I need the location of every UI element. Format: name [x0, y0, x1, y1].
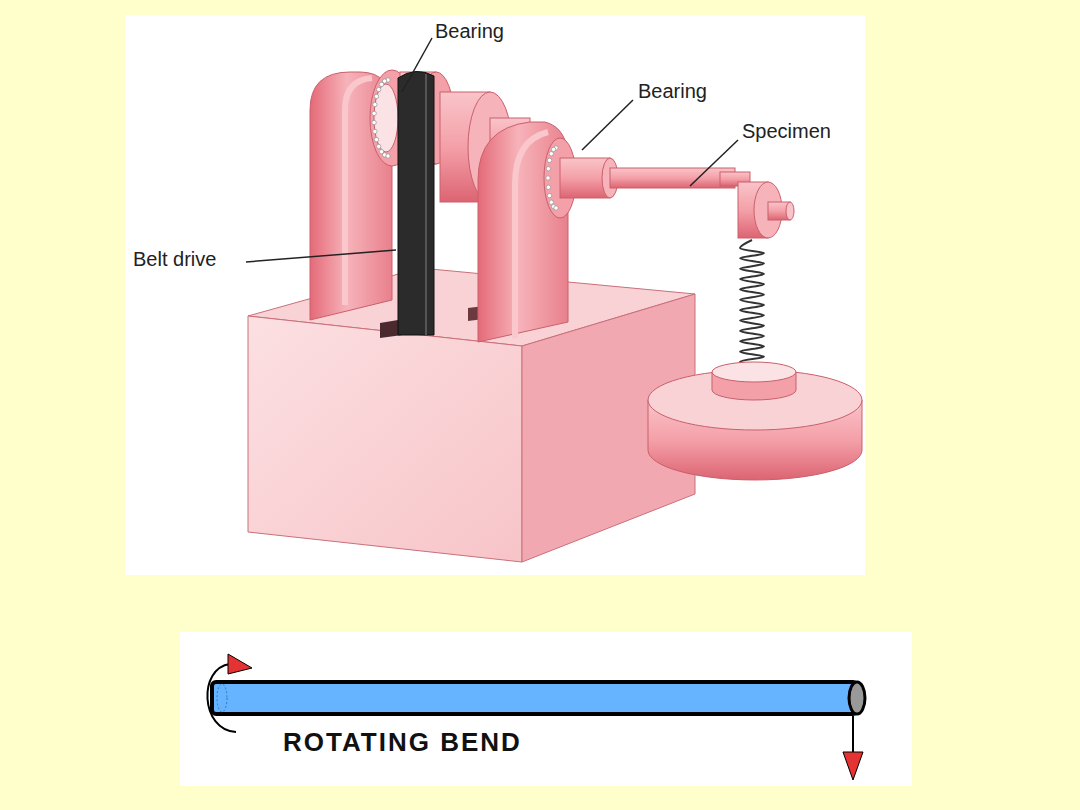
rotating-bend-schematic [852, 716, 854, 752]
bearing [546, 176, 550, 180]
bearing [374, 84, 398, 152]
specimen [786, 202, 794, 220]
bearing [547, 158, 551, 162]
part-label: Belt drive [133, 248, 216, 271]
figure-panel [125, 15, 865, 575]
bearing [377, 87, 381, 91]
bearing [374, 137, 378, 141]
bearing [546, 185, 550, 189]
bearing [373, 129, 377, 133]
bearing [374, 94, 378, 98]
rotating-bend-schematic [207, 664, 236, 732]
bearing [551, 147, 555, 151]
leader-line [246, 250, 396, 262]
bearing [372, 120, 376, 124]
schematic-caption: ROTATING BEND [283, 728, 522, 758]
rotating-bend-schematic [217, 684, 227, 712]
rotating-bend-schematic [843, 752, 863, 780]
belt-drive [425, 74, 427, 335]
bearing [373, 102, 377, 106]
bearing [372, 111, 376, 115]
belt-drive [398, 71, 434, 335]
belt-drive [398, 71, 434, 335]
leader-line [690, 140, 738, 186]
bearing [386, 154, 390, 158]
bearing [372, 78, 390, 158]
rotating-bend-schematic [228, 654, 252, 674]
specimen [610, 168, 735, 188]
rotating-bend-schematic [207, 654, 865, 780]
leader-line [402, 38, 432, 92]
dead-weight [648, 362, 862, 480]
rotating-bend-schematic [849, 682, 865, 714]
bearing [377, 144, 381, 148]
bearing [546, 146, 558, 210]
dead-weight [712, 362, 796, 382]
part-label: Bearing [435, 20, 504, 43]
bearing [549, 152, 553, 156]
part-label: Bearing [638, 80, 707, 103]
bearing [379, 82, 383, 86]
part-label: Specimen [742, 120, 831, 143]
base-block [248, 316, 522, 562]
bearing [546, 167, 550, 171]
bearing [547, 193, 551, 197]
load-spring [740, 240, 764, 370]
leader-line [582, 100, 633, 150]
bearing-pillar [515, 132, 548, 338]
specimen [560, 158, 794, 238]
bearing-pillar [345, 78, 372, 305]
rotating-bend-schematic [212, 682, 857, 714]
bearing [549, 200, 553, 204]
bearing [554, 206, 558, 210]
figure-panel [180, 632, 912, 786]
leader-line [246, 38, 738, 262]
load-spring [740, 240, 764, 370]
